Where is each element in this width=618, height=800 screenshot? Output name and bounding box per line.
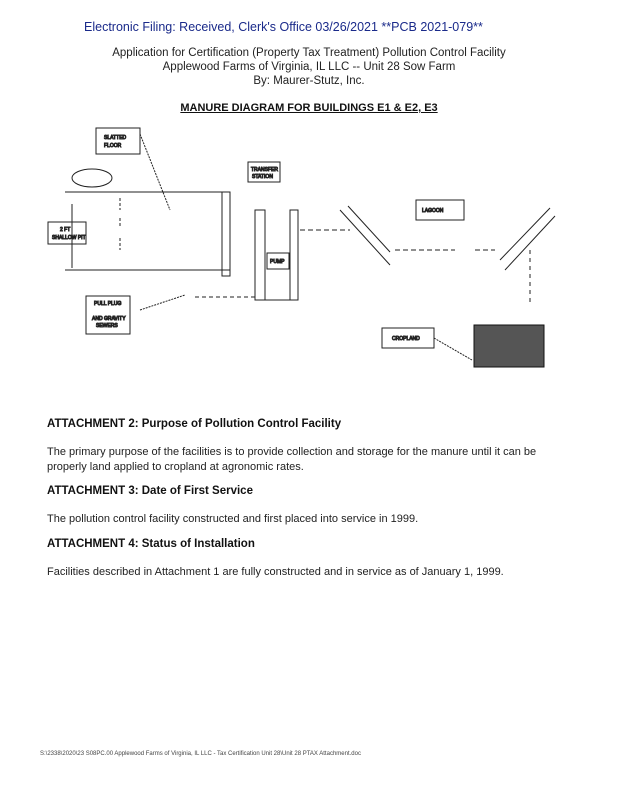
- section-heading-4: ATTACHMENT 4: Status of Installation: [47, 538, 255, 550]
- transfer-label-2: STATION: [252, 174, 273, 180]
- section-body-2: The primary purpose of the facilities is…: [47, 446, 537, 473]
- diagram-title: MANURE DIAGRAM FOR BUILDINGS E1 & E2, E3: [180, 102, 438, 114]
- section-heading-3: ATTACHMENT 3: Date of First Service: [47, 485, 253, 497]
- sewers-label-3: SEWERS: [96, 323, 118, 329]
- manure-diagram: SLATTED FLOOR 2 FT SHALLOW PIT PULL PLUG…: [47, 127, 556, 368]
- section-heading-2: ATTACHMENT 2: Purpose of Pollution Contr…: [47, 418, 342, 430]
- pit-label-2: SHALLOW PIT: [52, 235, 86, 241]
- pump-label: PUMP: [270, 259, 285, 265]
- slatted-label-1: SLATTED: [104, 135, 127, 141]
- section-body-3: The pollution control facility construct…: [47, 513, 419, 525]
- header-line-1: Application for Certification (Property …: [112, 47, 506, 59]
- file-path-footer: S:\2338\2020\23 S08PC.00 Applewood Farms…: [40, 751, 361, 757]
- sewers-label-1: PULL PLUG: [94, 301, 121, 307]
- section-body-4: Facilities described in Attachment 1 are…: [47, 566, 504, 578]
- sewers-label-2: AND GRAVITY: [92, 316, 126, 322]
- slatted-label-2: FLOOR: [104, 143, 122, 149]
- lagoon-label: LAGOON: [422, 208, 444, 214]
- header-line-2: Applewood Farms of Virginia, IL LLC -- U…: [162, 61, 456, 73]
- lagoon-box: [415, 199, 465, 221]
- pump-box: [266, 252, 290, 270]
- pig-icon: [71, 168, 113, 188]
- filing-stamp: Electronic Filing: Received, Clerk's Off…: [84, 20, 483, 34]
- slatted-floor-box: [95, 127, 141, 155]
- pit-label-1: 2 FT: [60, 227, 70, 233]
- cropland-label: CROPLAND: [392, 336, 420, 342]
- cropland-image: [473, 324, 545, 368]
- shallow-pit-box: [47, 221, 87, 245]
- transfer-station-box: [247, 161, 281, 183]
- sewers-box: [85, 295, 131, 335]
- transfer-label-1: TRANSFER: [251, 167, 278, 173]
- header-line-3: By: Maurer-Stutz, Inc.: [253, 75, 365, 87]
